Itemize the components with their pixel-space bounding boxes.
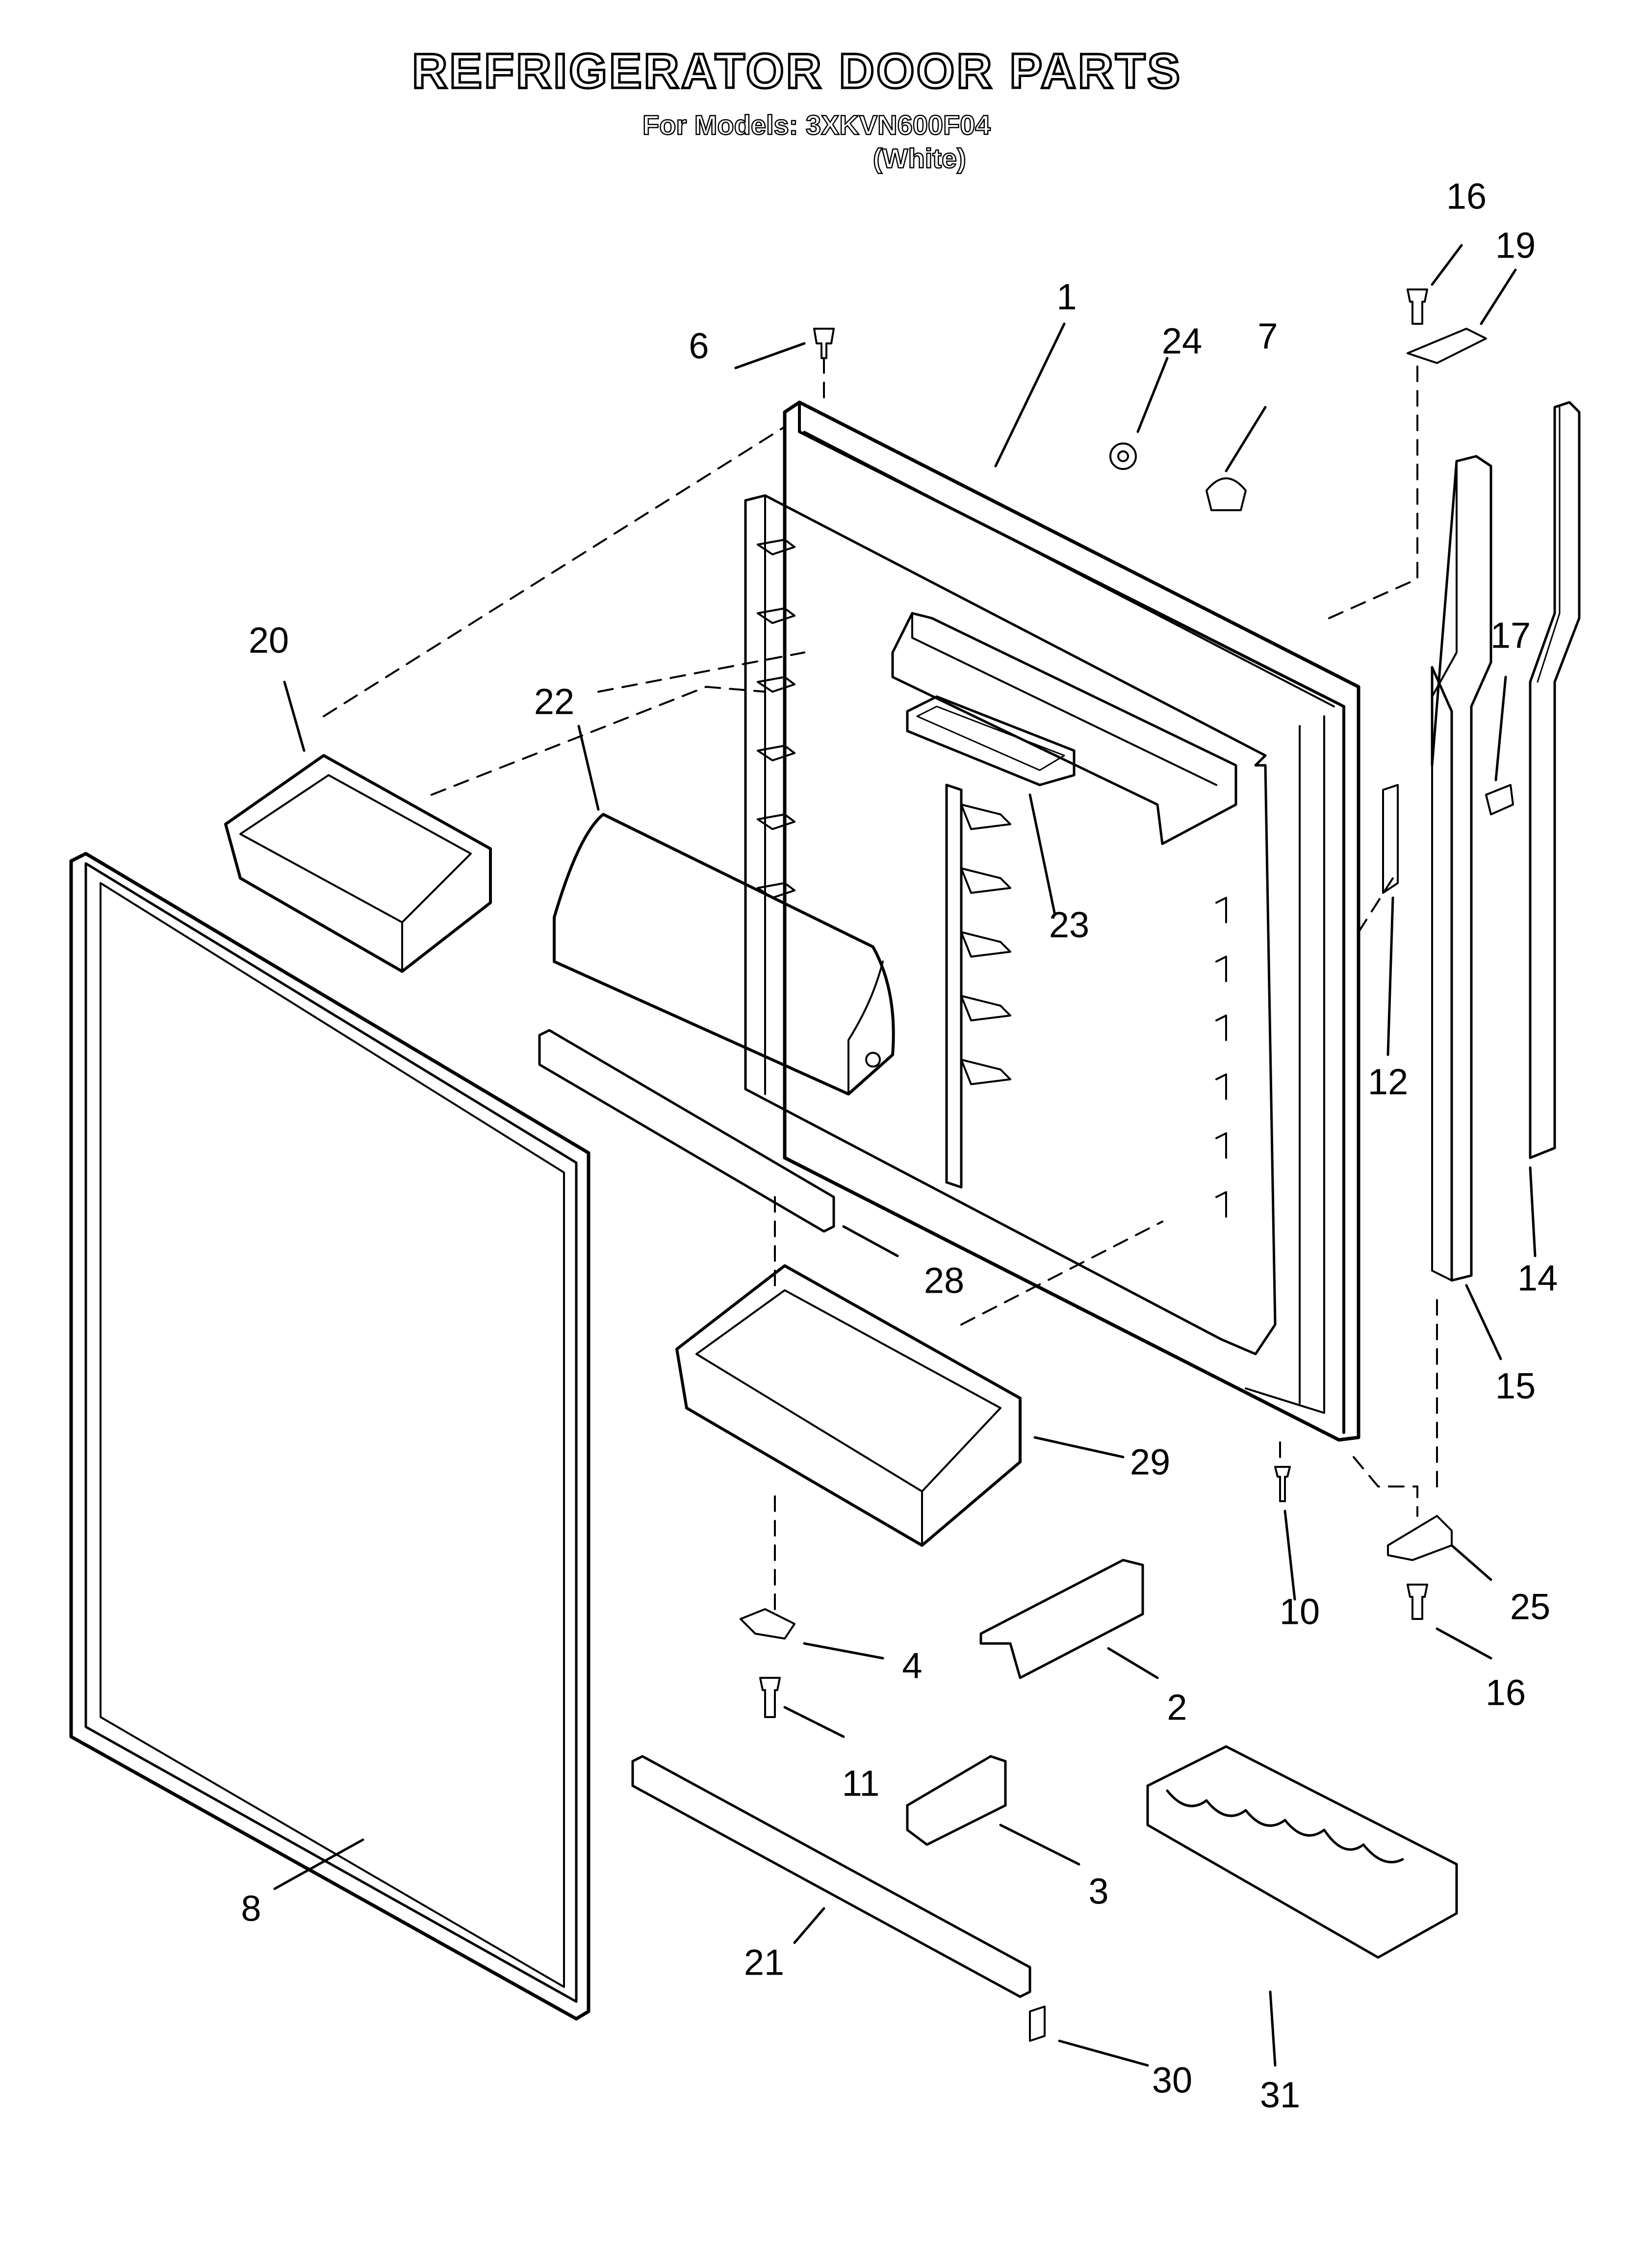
hinge-trim-15 bbox=[1431, 455, 1492, 1282]
callout-16-bottom: 16 bbox=[1485, 1672, 1526, 1713]
screw-17 bbox=[1485, 784, 1514, 815]
plug-7 bbox=[1206, 477, 1247, 511]
callout-2: 2 bbox=[1167, 1687, 1187, 1728]
callout-1: 1 bbox=[1056, 276, 1077, 317]
callout-16-top: 16 bbox=[1446, 176, 1487, 217]
callout-12: 12 bbox=[1367, 1061, 1409, 1102]
callout-22: 22 bbox=[534, 681, 575, 722]
door-panel-gasket bbox=[69, 852, 590, 2021]
hinge-trim-14 bbox=[1529, 401, 1581, 1159]
callout-28: 28 bbox=[924, 1260, 965, 1301]
callout-19: 19 bbox=[1495, 225, 1536, 266]
color-note: (White) bbox=[872, 142, 967, 175]
door-bin-upper bbox=[224, 754, 492, 973]
callout-25: 25 bbox=[1510, 1586, 1551, 1627]
models-line: For Models: 3XKVN600F04 bbox=[642, 109, 991, 141]
bracket-12 bbox=[1382, 784, 1399, 894]
callout-21: 21 bbox=[744, 1942, 785, 1983]
callout-11: 11 bbox=[842, 1763, 880, 1804]
callout-6: 6 bbox=[689, 325, 709, 366]
callout-8: 8 bbox=[241, 1888, 261, 1929]
callout-15: 15 bbox=[1495, 1365, 1536, 1407]
cap-24 bbox=[1109, 443, 1137, 470]
door-bin-lower bbox=[675, 1264, 1022, 1547]
callout-3: 3 bbox=[1088, 1871, 1109, 1912]
callout-17: 17 bbox=[1490, 615, 1531, 656]
clip-30 bbox=[1029, 2006, 1046, 2042]
callout-20: 20 bbox=[248, 620, 289, 661]
callout-30: 30 bbox=[1152, 2059, 1193, 2101]
screw-16-bottom bbox=[1407, 1584, 1428, 1620]
dairy-tray bbox=[906, 695, 1076, 786]
egg-tray-31 bbox=[1146, 1745, 1458, 1959]
cover-2 bbox=[979, 1559, 1144, 1679]
callout-29: 29 bbox=[1129, 1441, 1171, 1483]
cover-3 bbox=[906, 1755, 1007, 1846]
callout-4: 4 bbox=[902, 1645, 923, 1686]
bracket-19 bbox=[1407, 328, 1487, 364]
trim-strip-upper bbox=[538, 1029, 835, 1233]
page-title: REFRIGERATOR DOOR PARTS bbox=[411, 43, 1182, 100]
callout-31: 31 bbox=[1259, 2074, 1301, 2115]
hinge-25 bbox=[1387, 1515, 1453, 1561]
trim-strip-21 bbox=[631, 1755, 1031, 1998]
leader-lines bbox=[273, 244, 1537, 2067]
screw-16-top bbox=[1407, 288, 1428, 325]
callout-14: 14 bbox=[1517, 1257, 1558, 1299]
callout-7: 7 bbox=[1257, 315, 1278, 357]
callout-23: 23 bbox=[1049, 904, 1090, 945]
screw-6 bbox=[813, 328, 835, 359]
callout-24: 24 bbox=[1161, 320, 1203, 362]
screw-10 bbox=[1274, 1466, 1291, 1502]
alignment-lines bbox=[323, 357, 1438, 1610]
hinge-pin-4 bbox=[740, 1608, 795, 1640]
callout-10: 10 bbox=[1279, 1591, 1320, 1632]
screw-11 bbox=[759, 1677, 781, 1718]
dairy-door bbox=[553, 813, 895, 1095]
